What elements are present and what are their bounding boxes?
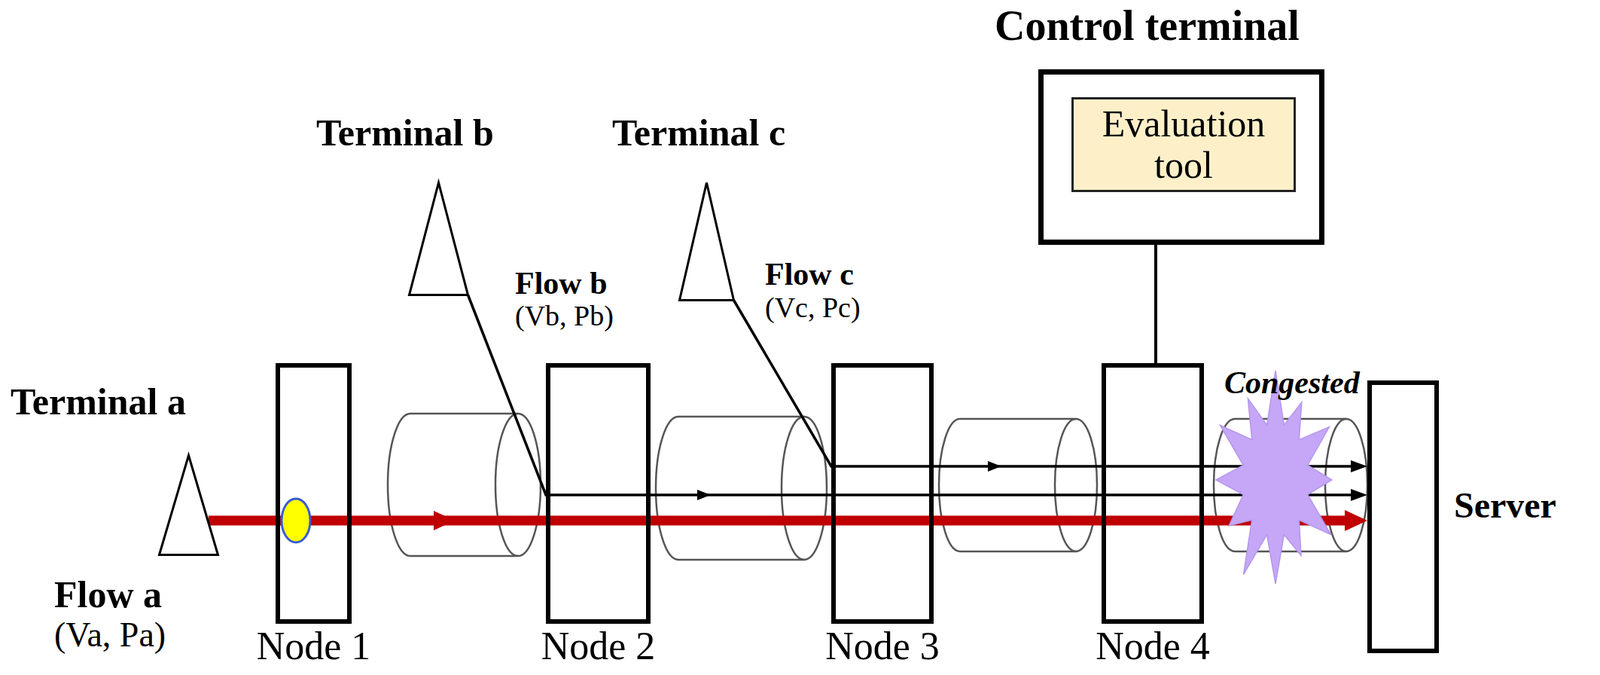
node-label: Node 4 bbox=[1095, 626, 1210, 666]
triangle-outline bbox=[408, 181, 470, 296]
terminal-shape bbox=[679, 182, 735, 301]
pipe-end bbox=[495, 413, 541, 556]
network-node-box: Node 2 bbox=[545, 362, 651, 624]
flow-arrowhead bbox=[433, 510, 455, 531]
triangle-outline bbox=[678, 181, 735, 302]
flow-parameters: (Vb, Pb) bbox=[515, 298, 614, 333]
triangle-outline bbox=[158, 454, 220, 556]
flow-parameters: (Vc, Pc) bbox=[764, 290, 861, 324]
node-label: Terminal a bbox=[10, 382, 186, 421]
node-label: Evaluation tool bbox=[1073, 103, 1294, 186]
flow-arrowhead bbox=[987, 460, 1002, 472]
terminal-shape bbox=[409, 182, 469, 296]
control-terminal-box: Control terminalEvaluation tool bbox=[1038, 69, 1325, 245]
terminal-shape bbox=[159, 455, 219, 555]
pipe-end bbox=[1325, 418, 1368, 552]
network-node-box: Node 1 bbox=[275, 362, 352, 624]
flow-line bbox=[208, 515, 1345, 526]
server-box: Server bbox=[1367, 380, 1439, 653]
label-holder: (Vc, Pc) bbox=[764, 290, 861, 324]
node-label: Node 1 bbox=[256, 626, 372, 666]
flow-name: Flow c bbox=[764, 256, 854, 293]
flow-arrowhead bbox=[697, 489, 711, 500]
flow-name: Flow b bbox=[515, 265, 608, 302]
node-label: Congested bbox=[1224, 366, 1360, 399]
label-holder: Flow a bbox=[54, 572, 162, 616]
network-node-box: Node 4 bbox=[1101, 362, 1204, 624]
node-label: Node 2 bbox=[541, 626, 656, 666]
terminal-triangle: Terminal c bbox=[678, 181, 735, 302]
label-holder: (Va, Pa) bbox=[54, 614, 166, 655]
congestion-burst: Congested bbox=[1204, 362, 1363, 597]
flow-parameters: (Va, Pa) bbox=[54, 614, 166, 655]
measurement-point bbox=[281, 498, 311, 543]
label-holder: Flow b bbox=[515, 265, 608, 302]
label-holder: Flow c bbox=[764, 256, 854, 293]
burst-shape bbox=[1216, 370, 1332, 584]
flow-line bbox=[468, 295, 1352, 496]
control-link bbox=[1154, 244, 1158, 363]
flow-name: Flow a bbox=[54, 572, 162, 616]
pipe-end bbox=[781, 416, 827, 560]
pipe-end bbox=[1054, 418, 1098, 552]
terminal-triangle: Terminal b bbox=[408, 181, 470, 296]
node-label: Server bbox=[1453, 487, 1557, 524]
node-label: Terminal c bbox=[612, 113, 786, 152]
network-node-box: Node 3 bbox=[831, 362, 934, 624]
label-holder: (Vb, Pb) bbox=[515, 298, 614, 333]
pipe-group bbox=[387, 413, 1368, 560]
pipe-body bbox=[387, 413, 519, 556]
node-label: Terminal b bbox=[316, 113, 494, 152]
tool-box: Evaluation tool bbox=[1071, 97, 1296, 192]
terminal-triangle: Terminal a bbox=[158, 454, 220, 556]
node-label: Node 3 bbox=[825, 626, 940, 666]
node-label: Control terminal bbox=[994, 4, 1300, 47]
